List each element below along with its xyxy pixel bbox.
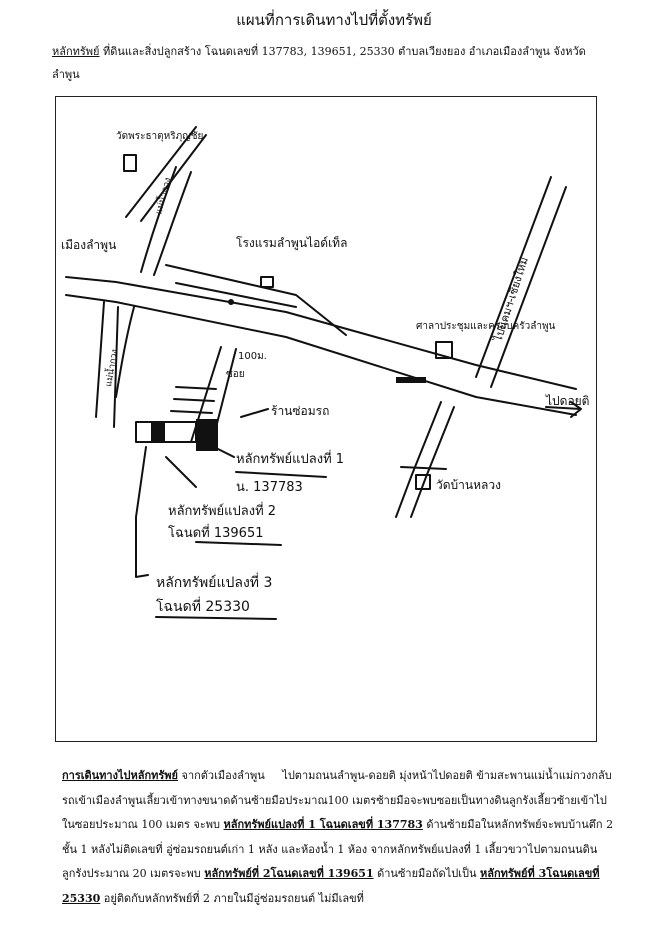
arrow-to-doi-ti bbox=[545, 401, 582, 418]
main-road-mark bbox=[396, 377, 426, 383]
map-label-plot-3: หลักทรัพย์แปลงที่ 3 bbox=[156, 573, 272, 591]
temple-top-box bbox=[123, 154, 137, 172]
plot-1-fill bbox=[196, 419, 218, 451]
directions-p3: ด้านซ้ายมือในหลักทรัพย์จะพบบ้านตึก 2 ชั้… bbox=[62, 818, 614, 880]
directions-p2: ไปตามถนนลำพูน-ดอยติ มุ่งหน้าไปดอยติ ข้าม… bbox=[62, 769, 612, 831]
river-line-1 bbox=[140, 166, 177, 273]
river-line-2 bbox=[153, 171, 192, 276]
arrow-repair bbox=[240, 408, 269, 418]
map-label-plot-1: หลักทรัพย์แปลงที่ 1 bbox=[236, 450, 344, 467]
main-road-bottom bbox=[65, 294, 577, 416]
hand-drawn-map: วัดพระธาตุหริภุญชัย เมืองลำพูน แม่น้ำกวง… bbox=[61, 126, 589, 620]
map-label-river: แม่น้ำกวง bbox=[151, 176, 173, 216]
hotel-marker bbox=[260, 276, 274, 288]
road-dot bbox=[228, 299, 234, 305]
lower-road-b bbox=[410, 406, 455, 518]
left-road-c bbox=[95, 301, 105, 418]
map-label-hotel: โรงแรมลำพูนไอด์เท็ล bbox=[236, 235, 347, 251]
map-label-city: เมืองลำพูน bbox=[61, 238, 116, 253]
directions-heading: การเดินทางไปหลักทรัพย์ bbox=[62, 769, 178, 782]
asset-text: ที่ดินและสิ่งปลูกสร้าง โฉนดเลขที่ 137783… bbox=[52, 45, 586, 81]
page-title: แผนที่การเดินทางไปที่ตั้งทรัพย์ bbox=[236, 11, 432, 29]
plot-outline bbox=[135, 421, 197, 443]
asset-description: หลักทรัพย์ ที่ดินและสิ่งปลูกสร้าง โฉนดเล… bbox=[52, 40, 612, 86]
map-label-plot-2-deed: โฉนดที่ 139651 bbox=[168, 524, 264, 541]
left-road-d bbox=[113, 306, 119, 428]
school-box bbox=[435, 341, 453, 359]
map-label-plot-3-deed: โฉนดที่ 25330 bbox=[156, 597, 250, 615]
river-line-3 bbox=[115, 306, 135, 398]
map-label-repair-shop: ร้านซ่อมรถ bbox=[271, 404, 329, 418]
map-label-school: ศาลาประชุมและครอบครัวลำพูน bbox=[416, 321, 556, 332]
plot-2-fill bbox=[151, 423, 165, 441]
plot3-underline bbox=[155, 616, 277, 620]
arrow-plot3 bbox=[135, 446, 149, 578]
directions-asset-2: หลักทรัพย์ที่ 2โฉนดเลขที่ 139651 bbox=[204, 867, 374, 880]
plot2-underline bbox=[195, 541, 282, 546]
right-road-b bbox=[490, 186, 567, 388]
left-road-a bbox=[125, 126, 197, 218]
arrow-plot2 bbox=[165, 456, 197, 488]
map-label-temple-bottom: วัดบ้านหลวง bbox=[436, 478, 501, 492]
asset-label: หลักทรัพย์ bbox=[52, 45, 100, 58]
lower-road-a bbox=[395, 401, 442, 518]
map-label-distance: 100ม. bbox=[238, 351, 267, 362]
frontage-road bbox=[165, 264, 347, 336]
main-road-top bbox=[65, 276, 577, 390]
lower-branch bbox=[400, 466, 447, 470]
side-street bbox=[170, 386, 217, 414]
left-road-b bbox=[140, 134, 207, 222]
directions-asset-3: หลักทรัพย์ที่ 3โฉนดเลขที่ 25330 bbox=[62, 867, 600, 905]
map-label-to-doi-ti: ไปดอยติ bbox=[545, 394, 589, 408]
right-road-a bbox=[475, 176, 552, 378]
directions-p5: อยู่ติดกับหลักทรัพย์ที่ 2 ภายในมีอู่ซ่อม… bbox=[103, 891, 364, 905]
directions-p4: ด้านซ้ายมือถัดไปเป็น bbox=[377, 867, 477, 880]
plot1-underline bbox=[235, 471, 327, 478]
map-frame: วัดพระธาตุหริภุญชัย เมืองลำพูน แม่น้ำกวง… bbox=[55, 96, 597, 742]
directions-p1: จากตัวเมืองลำพูน bbox=[181, 769, 265, 782]
temple-bottom-box bbox=[415, 474, 431, 490]
map-label-soi: ซอย bbox=[226, 369, 245, 380]
directions-paragraph: การเดินทางไปหลักทรัพย์ จากตัวเมืองลำพูน … bbox=[62, 764, 614, 911]
directions-asset-1: หลักทรัพย์แปลงที่ 1 โฉนดเลขที่ 137783 bbox=[223, 818, 423, 831]
map-label-temple-top: วัดพระธาตุหริภุญชัย bbox=[116, 131, 203, 142]
map-label-plot-1-deed: น. 137783 bbox=[236, 480, 303, 495]
map-label-plot-2: หลักทรัพย์แปลงที่ 2 bbox=[168, 502, 276, 519]
frontage-road-2 bbox=[175, 282, 297, 308]
